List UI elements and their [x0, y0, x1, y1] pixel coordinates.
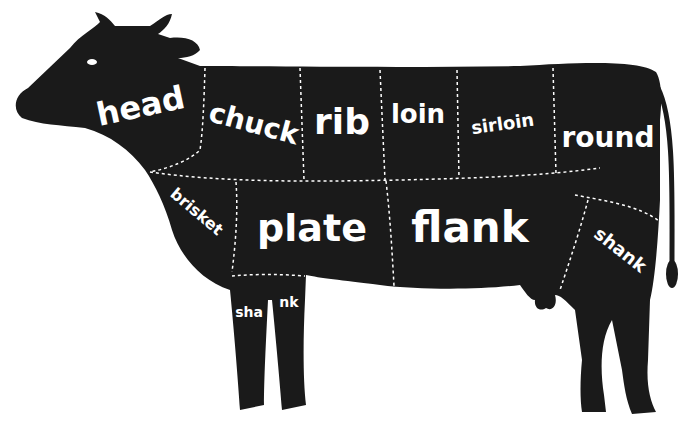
cut-label: nk	[279, 295, 298, 309]
cut-label: flank	[411, 207, 528, 249]
cut-label: round	[562, 124, 655, 152]
cut-lines	[150, 68, 660, 290]
cut-label: sha	[235, 305, 263, 319]
cut-label: rib	[314, 104, 370, 140]
cow-silhouette	[16, 12, 661, 414]
cut-label: plate	[257, 209, 367, 247]
eye	[87, 59, 97, 65]
cut-label: loin	[391, 101, 445, 127]
tail-tuft	[666, 260, 678, 288]
